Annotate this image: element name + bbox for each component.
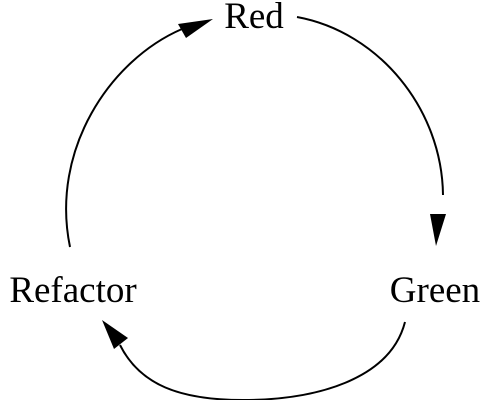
arrow-green-to-refactor bbox=[119, 321, 406, 400]
node-label-green: Green bbox=[390, 270, 480, 311]
arrowhead-red-to-green bbox=[430, 214, 446, 246]
arrowhead-refactor-to-red bbox=[178, 19, 213, 38]
arrowhead-green-to-refactor bbox=[102, 320, 128, 349]
node-label-red: Red bbox=[224, 0, 284, 37]
arrow-refactor-to-red bbox=[65, 28, 183, 248]
node-label-refactor: Refactor bbox=[9, 270, 136, 311]
arrow-red-to-green bbox=[296, 16, 444, 196]
